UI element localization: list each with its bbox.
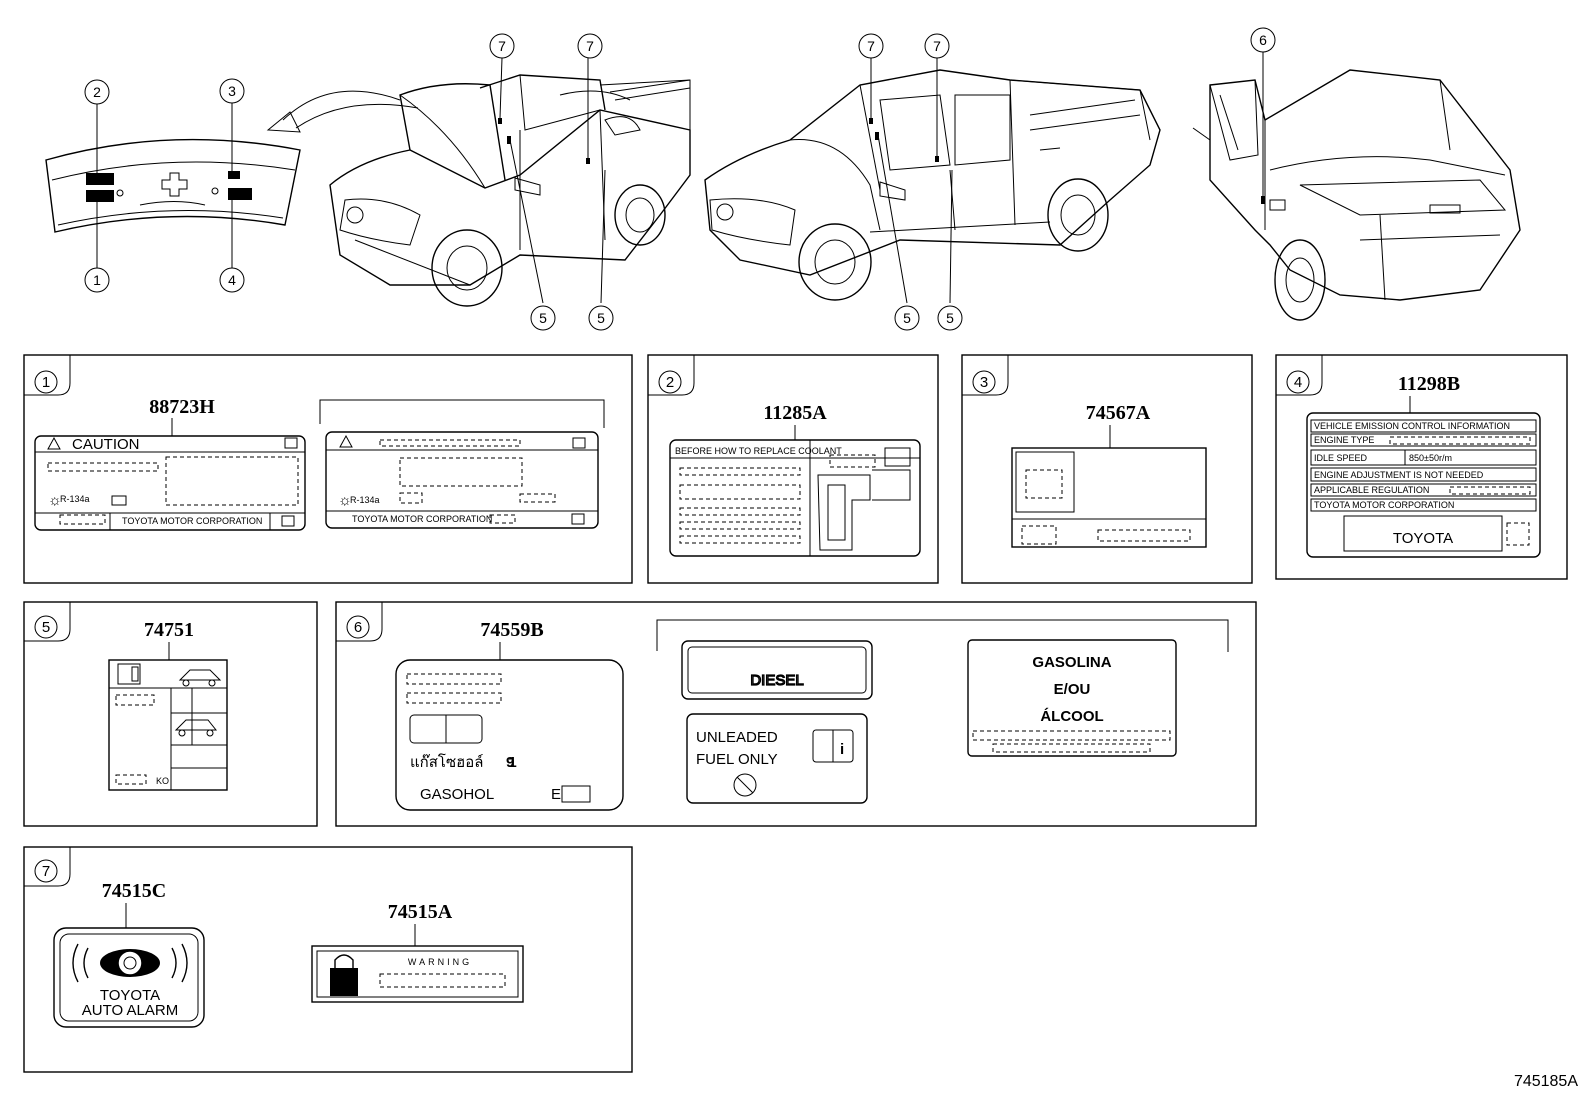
part-number-74559B: 74559B	[480, 619, 543, 641]
panel-5-number: 5	[42, 619, 50, 636]
hood-underside-illustration	[45, 138, 301, 233]
panel-7: 7 74515C 74515A TOYOTA AUTO ALARM WARNIN…	[23, 846, 633, 1073]
emission-maker: TOYOTA MOTOR CORPORATION	[1314, 500, 1454, 510]
callout-7: 7	[933, 38, 941, 54]
part-number-74567A: 74567A	[1086, 402, 1151, 424]
emission-regulation: APPLICABLE REGULATION	[1314, 485, 1429, 495]
callout-5: 5	[597, 310, 605, 326]
callout-group-truck2	[869, 58, 953, 304]
callout-5: 5	[903, 310, 911, 326]
drawing-id: 745185A	[1513, 1073, 1578, 1090]
svg-text:☼: ☼	[48, 492, 62, 509]
panel-3-number: 3	[980, 374, 988, 391]
alarm-line1: TOYOTA	[100, 987, 160, 1004]
panel-1-number: 1	[42, 374, 50, 391]
callout-7: 7	[498, 38, 506, 54]
svg-text:☼: ☼	[338, 492, 352, 509]
panel-7-number: 7	[42, 863, 50, 880]
emission-engine-type: ENGINE TYPE	[1314, 435, 1374, 445]
unleaded-line1: UNLEADED	[696, 729, 778, 746]
truck-single-cab-illustration	[329, 74, 691, 307]
ko-text: KO	[156, 776, 169, 786]
panel-3: 3 74567A	[961, 354, 1253, 584]
part-number-74515A: 74515A	[388, 901, 453, 923]
truck-rear-illustration	[1192, 69, 1521, 321]
part-number-74515C: 74515C	[102, 880, 166, 902]
part-number-11298B: 11298B	[1398, 373, 1460, 395]
part-number-74751: 74751	[144, 619, 194, 641]
gasohol-e-text: E	[551, 786, 561, 803]
gasolina-line2: E/OU	[1054, 681, 1091, 698]
svg-text:i: i	[840, 741, 844, 758]
svg-text:R-134a: R-134a	[350, 495, 380, 505]
callout-6: 6	[1259, 32, 1267, 48]
emission-brand: TOYOTA	[1393, 530, 1453, 547]
gasohol-text: GASOHOL	[420, 786, 494, 803]
thai-gasohol-text: แก๊สโซฮอล์	[410, 753, 484, 771]
callout-1: 1	[93, 272, 101, 288]
lock-icon	[330, 954, 358, 996]
no-diesel-icon	[733, 773, 757, 797]
truck-double-cab-illustration	[704, 69, 1161, 301]
panel-4: 4 11298B VEHICLE EMISSION CONTROL INFORM…	[1275, 354, 1568, 580]
callout-group-truck3	[1261, 52, 1265, 204]
fuel-octane-91: 91	[506, 754, 516, 771]
panel-5: 5 74751 KO	[23, 601, 318, 827]
panel-4-number: 4	[1294, 374, 1302, 391]
emission-idle-value: 850±50r/m	[1409, 453, 1452, 463]
caution-text: CAUTION	[72, 436, 140, 453]
callout-5: 5	[539, 310, 547, 326]
unleaded-line2: FUEL ONLY	[696, 751, 778, 768]
part-number-11285A: 11285A	[763, 402, 827, 424]
alarm-line2: AUTO ALARM	[82, 1002, 178, 1019]
panel-2: 2 11285A BEFORE HOW TO REPLACE COOLANT	[647, 354, 939, 584]
emission-title: VEHICLE EMISSION CONTROL INFORMATION	[1314, 421, 1510, 431]
callout-3: 3	[228, 83, 236, 99]
direction-arrow	[266, 90, 419, 133]
corp-text-b: TOYOTA MOTOR CORPORATION	[352, 514, 492, 524]
warning-text: WARNING	[408, 957, 472, 967]
gasolina-line1: GASOLINA	[1032, 654, 1111, 671]
emission-adjustment: ENGINE ADJUSTMENT IS NOT NEEDED	[1314, 470, 1484, 480]
panel-6: 6 74559B 91 แก๊สโซฮอล์ GASOHOL E DIESEL …	[335, 601, 1257, 827]
callout-group-hood	[96, 103, 233, 268]
callout-circles-top	[84, 27, 1276, 331]
gasolina-line3: ÁLCOOL	[1040, 708, 1103, 725]
diesel-text: DIESEL	[750, 672, 803, 689]
coolant-header: BEFORE HOW TO REPLACE COOLANT	[675, 446, 842, 456]
corp-text-a: TOYOTA MOTOR CORPORATION	[122, 516, 262, 526]
callout-5: 5	[946, 310, 954, 326]
panel-1: 1 88723H CAUTION R-134a ☼ TOYOTA MOTOR C…	[23, 354, 633, 584]
panel-6-number: 6	[354, 619, 362, 636]
callout-7: 7	[586, 38, 594, 54]
r134a-text: R-134a	[60, 494, 90, 504]
callout-7: 7	[867, 38, 875, 54]
alarm-icon	[72, 943, 188, 983]
panel-2-number: 2	[666, 374, 674, 391]
callout-2: 2	[93, 84, 101, 100]
emission-idle-speed: IDLE SPEED	[1314, 453, 1368, 463]
part-number-88723H: 88723H	[149, 396, 215, 418]
callout-group-truck1	[498, 57, 606, 304]
callout-4: 4	[228, 272, 236, 288]
